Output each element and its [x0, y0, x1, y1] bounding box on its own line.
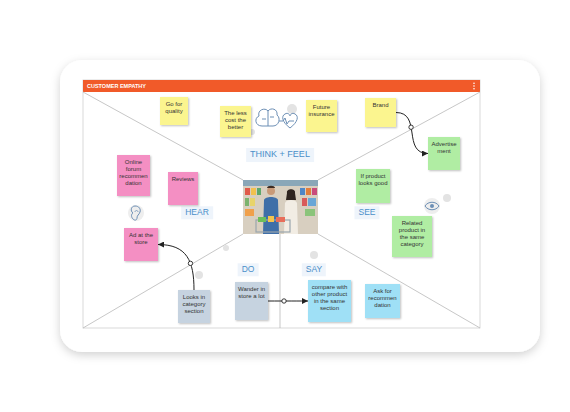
ear-inner: [135, 211, 138, 213]
eye-shape: [425, 202, 439, 210]
photo-ground: [243, 180, 318, 234]
connector-handle: [282, 299, 286, 303]
note-text: Wander in store a lot: [237, 286, 266, 300]
connector-handle: [188, 261, 192, 265]
quadrant-label: DO: [238, 263, 259, 276]
cart-item: [276, 217, 285, 222]
deco-dot: [195, 271, 203, 279]
sticky-note: Looks in category section: [178, 290, 210, 323]
note-text: Future insurance: [308, 104, 335, 118]
sticky-note: If product looks good: [356, 169, 390, 203]
note-text: Ask for recommendation: [367, 288, 398, 309]
deco-dot: [443, 194, 451, 202]
connector-arrow: [396, 113, 428, 154]
product: [257, 188, 261, 195]
product: [245, 198, 249, 206]
menu-dot: [473, 82, 475, 84]
sticky-note: compare with other product in the same s…: [308, 280, 351, 322]
note-text: Advertisement: [430, 141, 458, 155]
divider-line: [318, 92, 480, 180]
note-text: Looks in category section: [180, 294, 208, 315]
note-text: Ad at the store: [126, 232, 156, 246]
quadrant-label: THINK + FEEL: [246, 148, 314, 162]
menu-dot: [473, 85, 475, 87]
think-feel-icon: [256, 109, 297, 128]
note-text: If product looks good: [358, 173, 388, 187]
divider-line: [83, 234, 243, 328]
product: [245, 209, 254, 216]
ear-icon: [128, 205, 144, 221]
sticky-note: Related product in the same category: [392, 216, 432, 257]
sticky-note: Online forum recommendation: [117, 155, 150, 196]
body: [263, 197, 279, 234]
quadrant-label: SEE: [354, 206, 379, 219]
product: [306, 188, 311, 195]
product: [305, 209, 315, 216]
shopper-woman: [284, 189, 298, 234]
divider-line: [83, 92, 243, 180]
sticky-note: Reviews: [168, 172, 198, 205]
brain-folds: [262, 111, 274, 126]
sticky-note: Ask for recommendation: [365, 284, 400, 318]
sticky-note: The less cost the better: [220, 106, 251, 137]
head: [267, 187, 275, 195]
shopper-man: [263, 186, 279, 234]
quadrant-lines: [83, 92, 480, 328]
deco-dot: [287, 104, 297, 114]
product: [308, 198, 316, 206]
note-text: compare with other product in the same s…: [310, 284, 349, 312]
product: [250, 198, 255, 206]
menu-dot: [473, 88, 475, 90]
eye-icon: [424, 198, 440, 214]
product: [245, 188, 250, 195]
connector-arrow: [268, 301, 308, 302]
photo-shelf: [243, 180, 318, 186]
sticky-note: Go for quality: [160, 97, 188, 125]
pulse-line: [279, 118, 294, 124]
sticky-note: Advertisement: [428, 137, 460, 170]
shelf-products: [245, 188, 317, 216]
header-bar: [83, 80, 480, 92]
note-text: The less cost the better: [222, 110, 249, 131]
icon-ground: [424, 198, 440, 214]
note-text: Related product in the same category: [394, 220, 430, 248]
product: [312, 188, 317, 195]
connector-arrow: [158, 245, 194, 291]
deco-dot: [310, 251, 318, 259]
product: [302, 198, 307, 206]
note-text: Online forum recommendation: [119, 159, 148, 187]
cart-item: [268, 216, 274, 222]
note-text: Reviews: [170, 176, 196, 183]
menu-dots: [473, 82, 475, 89]
quadrant-label: HEAR: [181, 206, 213, 219]
hair: [286, 189, 296, 200]
connector-handle: [409, 125, 413, 129]
quadrant-label: SAY: [302, 263, 326, 276]
ear-shape: [131, 206, 140, 220]
tablet-frame: [60, 60, 540, 352]
sticky-note: Brand: [365, 98, 396, 127]
deco-dot: [223, 245, 229, 251]
shopping-cart: [256, 216, 290, 232]
sticky-note: Wander in store a lot: [235, 282, 268, 320]
board-title: CUSTOMER EMPATHY: [87, 80, 146, 92]
icon-ground: [128, 205, 144, 221]
note-text: Brand: [367, 102, 394, 109]
product: [251, 188, 256, 195]
brain-outline: [256, 109, 279, 126]
shopper-photo: [243, 180, 318, 234]
sticky-note: Future insurance: [306, 100, 337, 132]
eye-pupil: [430, 204, 434, 208]
sticky-note: Ad at the store: [124, 228, 158, 261]
cart-item: [258, 217, 266, 222]
hair: [267, 186, 275, 188]
body: [284, 200, 298, 234]
divider-line: [280, 234, 281, 328]
product: [300, 188, 305, 195]
note-text: Go for quality: [162, 101, 186, 115]
board-panel: [83, 80, 480, 328]
